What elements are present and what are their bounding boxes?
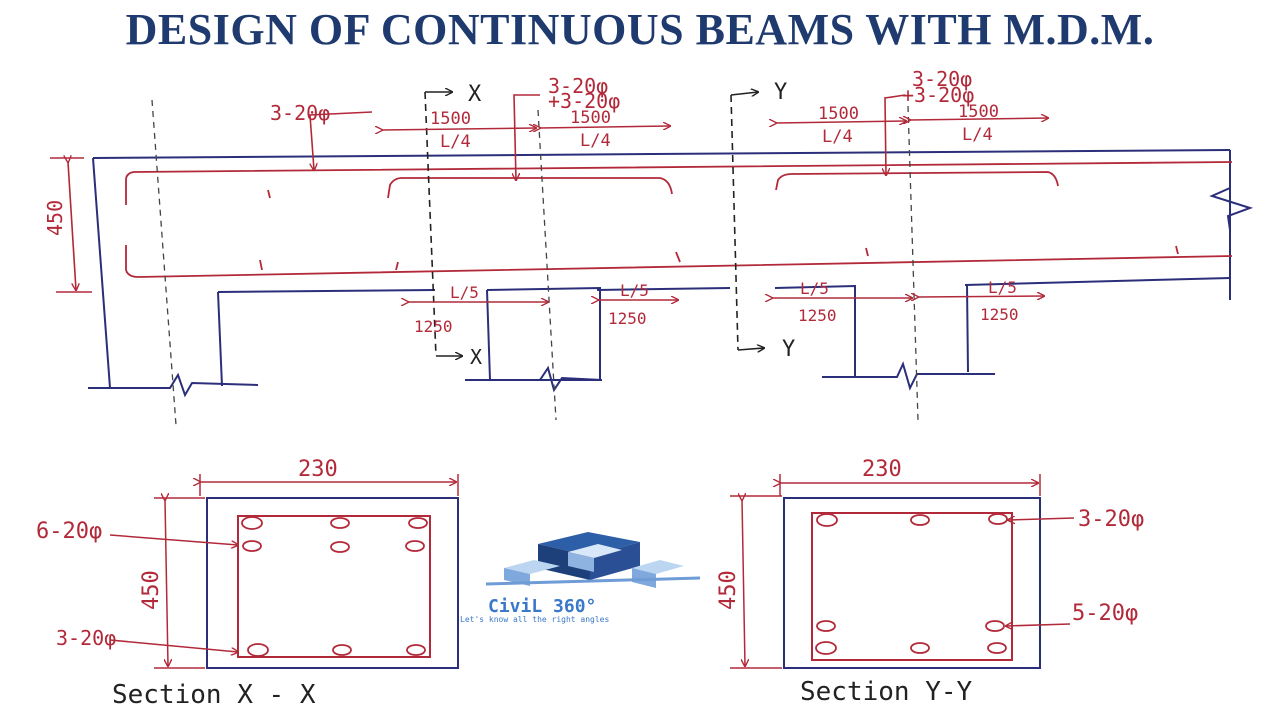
section-y-dimensions [730, 474, 1041, 669]
section-x-width-dimension [154, 474, 459, 669]
logo-name: CiviL 360° [488, 596, 596, 617]
dim-bottom-1-value: 1250 [414, 317, 453, 336]
top-curtailment-dimensions [382, 118, 1048, 130]
dim-bottom-3-value: 1250 [798, 306, 837, 325]
dim-bottom-1-fraction: L/5 [450, 283, 479, 302]
section-mark-x-top: X [468, 82, 482, 107]
beam-outline [88, 149, 1254, 398]
section-x-caption: Section X - X [112, 680, 316, 710]
dim-top-3-fraction: L/4 [822, 127, 853, 147]
section-x-top-bars-label: 6-20φ [36, 519, 102, 544]
section-y-top-bars-label: 3-20φ [1078, 507, 1144, 532]
support-1-extra-bar-label: +3-20φ [548, 89, 620, 113]
section-x-drawing [109, 474, 459, 669]
logo-tagline: Let's know all the right angles [460, 615, 609, 624]
section-y-caption: Section Y-Y [800, 677, 973, 707]
section-y-width-label: 230 [862, 457, 902, 482]
section-mark-y-top: Y [774, 80, 787, 105]
support-centerlines [151, 99, 919, 426]
section-cut-lines [424, 92, 764, 356]
civil-360-logo: CiviL 360° Let's know all the right angl… [460, 532, 701, 624]
dim-bottom-4-fraction: L/5 [988, 278, 1017, 297]
top-bar-leaders [309, 94, 906, 180]
page-title: DESIGN OF CONTINUOUS BEAMS WITH M.D.M. [125, 5, 1155, 54]
section-mark-x-bottom: X [470, 345, 482, 369]
section-y-depth-label: 450 [716, 570, 741, 610]
beam-depth-dimension [50, 158, 92, 293]
dim-top-1-fraction: L/4 [440, 132, 471, 152]
dim-top-4-value: 1500 [958, 102, 999, 122]
dim-top-3-value: 1500 [818, 104, 859, 124]
section-y-bottom-bars-label: 5-20φ [1072, 601, 1138, 626]
bottom-curtailment-dimensions [408, 296, 1044, 302]
dim-bottom-3-fraction: L/5 [800, 279, 829, 298]
section-mark-y-bottom: Y [782, 337, 795, 362]
beam-depth-label: 450 [43, 200, 67, 236]
dim-top-1-value: 1500 [430, 109, 471, 129]
top-bar-label: 3-20φ [270, 101, 330, 125]
section-x-bottom-bars-label: 3-20φ [56, 626, 116, 650]
section-x-bars [241, 516, 428, 657]
section-x-leaders [109, 534, 238, 652]
section-y-drawing [730, 474, 1075, 669]
dim-bottom-2-fraction: L/5 [620, 281, 649, 300]
dim-top-4-fraction: L/4 [962, 125, 993, 145]
support-1-bar-label: 3-20φ [548, 74, 608, 98]
dim-top-2-value: 1500 [570, 108, 611, 128]
section-x-depth-label: 450 [139, 570, 164, 610]
section-y-bars [815, 513, 1008, 655]
support-2-extra-bar-label: +3-20φ [902, 83, 974, 107]
reinforcement-bars [125, 161, 1233, 278]
support-2-bar-label: 3-20φ [912, 67, 972, 91]
dim-top-2-fraction: L/4 [580, 131, 611, 151]
section-x-width-label: 230 [298, 457, 338, 482]
dim-bottom-4-value: 1250 [980, 305, 1019, 324]
dim-bottom-2-value: 1250 [608, 309, 647, 328]
section-y-leaders [1006, 518, 1075, 626]
